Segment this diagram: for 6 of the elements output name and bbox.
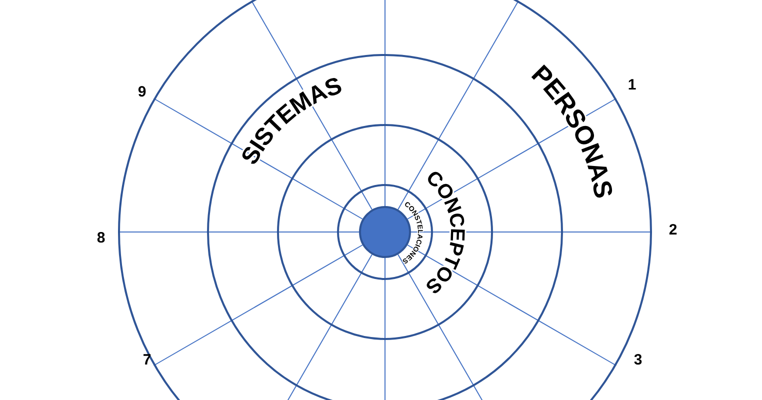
segment-number: 8 bbox=[96, 230, 106, 246]
segment-number: 9 bbox=[138, 84, 146, 100]
segment-number: 2 bbox=[668, 222, 678, 238]
segment-number: 1 bbox=[628, 76, 636, 94]
segment-number: 7 bbox=[142, 352, 152, 368]
segment-number: 3 bbox=[634, 352, 642, 368]
